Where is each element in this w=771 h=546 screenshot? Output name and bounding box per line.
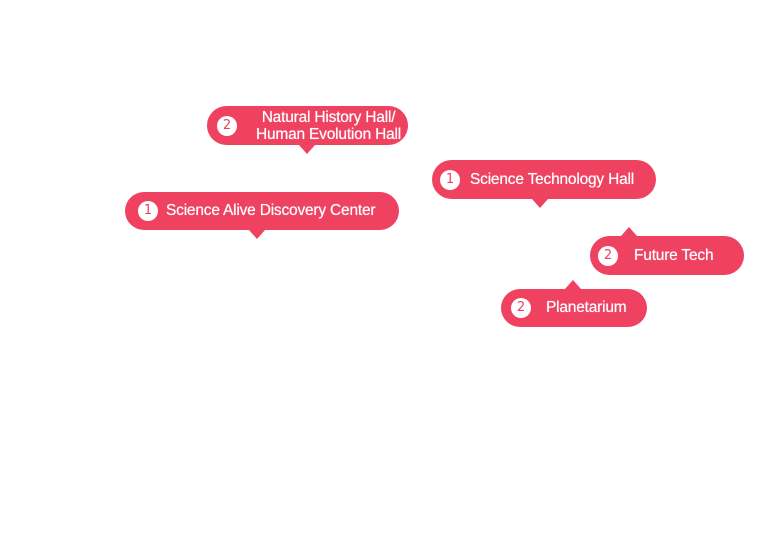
map-label-natural-history-hall[interactable]: 2 Natural History Hall/ Human Evolution …	[207, 106, 408, 154]
map-label-science-alive-discovery-center[interactable]: 1 Science Alive Discovery Center	[125, 192, 399, 239]
floor-number-badge: 2	[598, 245, 618, 266]
map-label-text: Natural History Hall/ Human Evolution Ha…	[255, 108, 402, 143]
floor-number-badge: 2	[217, 115, 237, 136]
map-label-future-tech[interactable]: 2 Future Tech	[590, 227, 744, 275]
map-label-text: Future Tech	[634, 246, 714, 264]
map-label-text: Science Alive Discovery Center	[166, 202, 376, 219]
map-label-text: Science Technology Hall	[470, 170, 634, 188]
floor-number-badge: 2	[511, 298, 531, 318]
map-label-planetarium[interactable]: 2 Planetarium	[501, 280, 647, 327]
map-label-text: Planetarium	[546, 299, 627, 316]
floor-number-badge: 1	[138, 201, 158, 221]
floor-number-badge: 1	[440, 169, 460, 190]
map-label-science-technology-hall[interactable]: 1 Science Technology Hall	[432, 160, 656, 208]
